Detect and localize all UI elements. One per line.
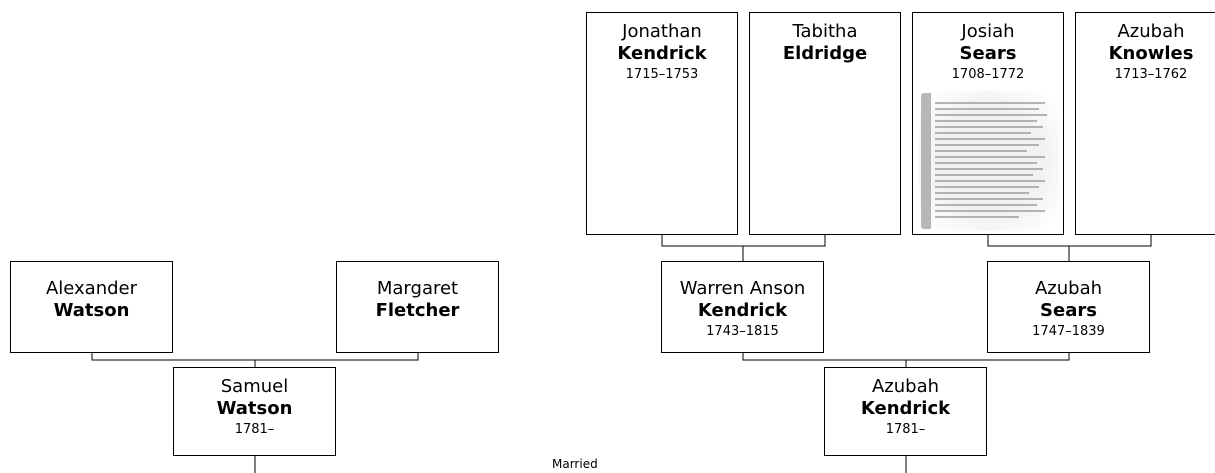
first-name: Samuel (220, 376, 289, 397)
first-name: Alexander (45, 278, 138, 299)
last-name: Kendrick (860, 398, 951, 419)
connector-jonathan-tabitha (661, 234, 826, 247)
person-tabitha-eldridge[interactable]: Tabitha Eldridge (749, 12, 901, 235)
marriage-label: Married (552, 457, 598, 471)
last-name: Knowles (1108, 43, 1194, 64)
first-name: Azubah (1117, 21, 1185, 42)
person-azubah-knowles[interactable]: Azubah Knowles 1713–1762 (1075, 12, 1215, 235)
document-thumbnail-image[interactable] (919, 91, 1059, 231)
life-dates: 1708–1772 (951, 67, 1025, 82)
first-name: Josiah (961, 21, 1015, 42)
last-name: Watson (216, 398, 293, 419)
life-dates: 1715–1753 (625, 67, 699, 82)
life-dates: 1743–1815 (706, 324, 779, 339)
last-name: Fletcher (375, 300, 460, 321)
last-name: Kendrick (697, 300, 788, 321)
last-name: Watson (53, 300, 130, 321)
connector-warren-azubah (742, 352, 1070, 361)
life-dates: 1713–1762 (1114, 67, 1188, 82)
life-dates: 1781– (885, 422, 926, 437)
first-name: Jonathan (622, 21, 702, 42)
first-name: Margaret (376, 278, 459, 299)
person-margaret-fletcher[interactable]: Margaret Fletcher (336, 261, 499, 353)
person-jonathan-kendrick[interactable]: Jonathan Kendrick 1715–1753 (586, 12, 738, 235)
scanned-document-icon (919, 91, 1059, 231)
last-name: Sears (959, 43, 1017, 64)
first-name: Warren Anson (679, 278, 806, 299)
connector-alexander-margaret (91, 352, 419, 361)
person-warren-kendrick[interactable]: Warren Anson Kendrick 1743–1815 (661, 261, 824, 353)
person-alexander-watson[interactable]: Alexander Watson (10, 261, 173, 353)
person-azubah-sears[interactable]: Azubah Sears 1747–1839 (987, 261, 1150, 353)
connector-josiah-azubah (987, 234, 1152, 247)
person-samuel-watson[interactable]: Samuel Watson 1781– (173, 367, 336, 456)
last-name: Eldridge (782, 43, 868, 64)
last-name: Kendrick (617, 43, 707, 64)
first-name: Azubah (1034, 278, 1103, 299)
last-name: Sears (1040, 300, 1097, 321)
life-dates: 1747–1839 (1032, 324, 1105, 339)
first-name: Azubah (871, 376, 940, 397)
person-josiah-sears[interactable]: Josiah Sears 1708–1772 (912, 12, 1064, 235)
first-name: Tabitha (792, 21, 858, 42)
person-azubah-kendrick[interactable]: Azubah Kendrick 1781– (824, 367, 987, 456)
life-dates: 1781– (234, 422, 275, 437)
